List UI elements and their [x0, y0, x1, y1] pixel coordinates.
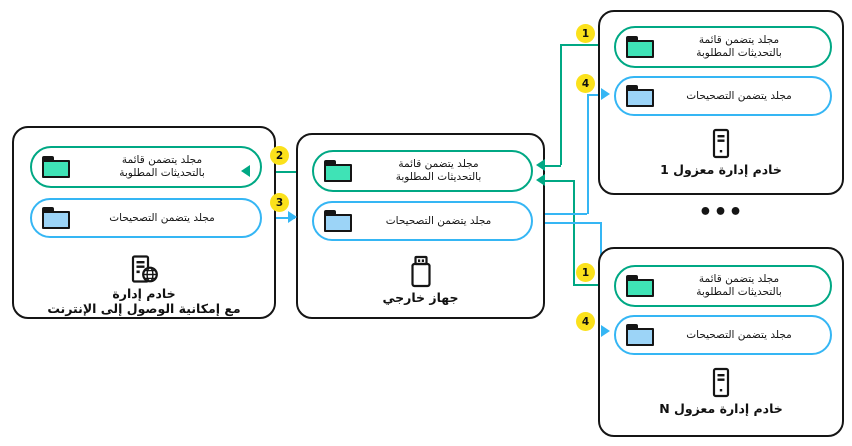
- panel-isolated-admin-server-n: مجلد يتضمن قائمة بالتحديثات المطلوبة مجل…: [598, 247, 844, 437]
- caption-line1: خادم إدارة معزول N: [659, 401, 783, 416]
- folder-blue-icon: [324, 210, 352, 232]
- folder-blue-icon: [626, 324, 654, 346]
- folder-row-updates-device[interactable]: مجلد يتضمن قائمة بالتحديثات المطلوبة: [312, 150, 533, 192]
- ellipsis-more-servers: •••: [698, 200, 744, 225]
- connector-step1-bottom-arrowhead: [536, 174, 545, 186]
- connector-step4-top-arrowhead: [601, 88, 610, 100]
- folder-row-label: مجلد يتضمن قائمة بالتحديثات المطلوبة: [656, 273, 818, 299]
- caption-line1: خادم إدارة: [112, 286, 176, 301]
- panel-caption-isolated-admin-server-n: خادم إدارة معزول N: [600, 401, 842, 416]
- connector-step1-bottom-vertical: [573, 180, 575, 285]
- panel-admin-server-internet: مجلد يتضمن قائمة بالتحديثات المطلوبة مجل…: [12, 126, 276, 319]
- connector-step4-bottom-arrowhead: [601, 325, 610, 337]
- connector-step1-top-arrowhead: [536, 159, 545, 171]
- server-icon: [600, 128, 842, 160]
- panel-external-device: مجلد يتضمن قائمة بالتحديثات المطلوبة مجل…: [296, 133, 545, 319]
- caption-line2: مع إمكانية الوصول إلى الإنترنت: [47, 301, 241, 316]
- connector-step1-top-horizontal: [560, 44, 612, 46]
- caption-line1: خادم إدارة معزول 1: [660, 162, 782, 177]
- step-badge-4-top: 4: [576, 74, 595, 93]
- folder-green-icon: [42, 156, 70, 178]
- connector-step1-top-vertical: [560, 44, 562, 165]
- panel-isolated-admin-server-1: مجلد يتضمن قائمة بالتحديثات المطلوبة مجل…: [598, 10, 844, 195]
- folder-blue-icon: [626, 85, 654, 107]
- server-globe-icon: [14, 252, 274, 286]
- folder-label-line1: مجلد يتضمن قائمة: [398, 158, 479, 170]
- folder-row-updates-admin[interactable]: مجلد يتضمن قائمة بالتحديثات المطلوبة: [30, 146, 262, 188]
- step-badge-2: 2: [270, 146, 289, 165]
- connector-step4-bottom-from-device: [537, 222, 600, 224]
- panel-caption-external-device: جهاز خارجي: [298, 290, 543, 305]
- panel-caption-admin-server-internet: خادم إدارة مع إمكانية الوصول إلى الإنترن…: [14, 286, 274, 316]
- caption-line1: جهاز خارجي: [382, 290, 459, 305]
- connector-step4-top-vertical: [587, 94, 589, 214]
- step-badge-3: 3: [270, 193, 289, 212]
- folder-label-line2: بالتحديثات المطلوبة: [119, 167, 205, 179]
- folder-row-label: مجلد يتضمن التصحيحات: [686, 328, 792, 341]
- folder-row-label: مجلد يتضمن التصحيحات: [109, 211, 215, 224]
- step-badge-1-bottom: 1: [576, 263, 595, 282]
- folder-green-icon: [324, 160, 352, 182]
- folder-row-label: مجلد يتضمن التصحيحات: [385, 214, 492, 227]
- folder-label-line2: بالتحديثات المطلوبة: [696, 47, 782, 59]
- connector-step1-top-into-device: [545, 165, 561, 167]
- step-badge-1-top: 1: [576, 24, 595, 43]
- connector-step3-arrowhead: [288, 211, 297, 223]
- folder-label-line2: بالتحديثات المطلوبة: [696, 286, 782, 298]
- folder-blue-icon: [42, 207, 70, 229]
- folder-row-patches-isolated-1[interactable]: مجلد يتضمن التصحيحات: [614, 76, 832, 116]
- step-badge-4-bottom: 4: [576, 312, 595, 331]
- folder-row-label: مجلد يتضمن قائمة بالتحديثات المطلوبة: [72, 154, 248, 180]
- server-icon: [600, 367, 842, 399]
- folder-row-patches-admin[interactable]: مجلد يتضمن التصحيحات: [30, 198, 262, 238]
- connector-step1-bottom-horizontal: [573, 284, 612, 286]
- folder-row-label: مجلد يتضمن قائمة بالتحديثات المطلوبة: [354, 158, 519, 184]
- folder-label-line1: مجلد يتضمن قائمة: [698, 34, 780, 46]
- folder-label-line1: مجلد يتضمن قائمة: [698, 273, 780, 285]
- folder-row-label: مجلد يتضمن التصحيحات: [686, 89, 792, 102]
- folder-row-patches-isolated-n[interactable]: مجلد يتضمن التصحيحات: [614, 315, 832, 355]
- folder-label-line1: مجلد يتضمن قائمة: [121, 154, 203, 166]
- folder-row-updates-isolated-1[interactable]: مجلد يتضمن قائمة بالتحديثات المطلوبة: [614, 26, 832, 68]
- connector-step1-bottom-into-device: [545, 180, 574, 182]
- panel-caption-isolated-admin-server-1: خادم إدارة معزول 1: [600, 162, 842, 177]
- connector-step2-arrowhead: [241, 165, 250, 177]
- folder-green-icon: [626, 36, 654, 58]
- connector-step4-top-horizontal: [587, 94, 607, 96]
- folder-row-patches-device[interactable]: مجلد يتضمن التصحيحات: [312, 201, 533, 241]
- connector-step4-top-from-device: [537, 213, 587, 215]
- folder-green-icon: [626, 275, 654, 297]
- folder-row-label: مجلد يتضمن قائمة بالتحديثات المطلوبة: [656, 34, 818, 60]
- usb-drive-icon: [298, 255, 543, 289]
- folder-label-line2: بالتحديثات المطلوبة: [395, 171, 482, 183]
- folder-row-updates-isolated-n[interactable]: مجلد يتضمن قائمة بالتحديثات المطلوبة: [614, 265, 832, 307]
